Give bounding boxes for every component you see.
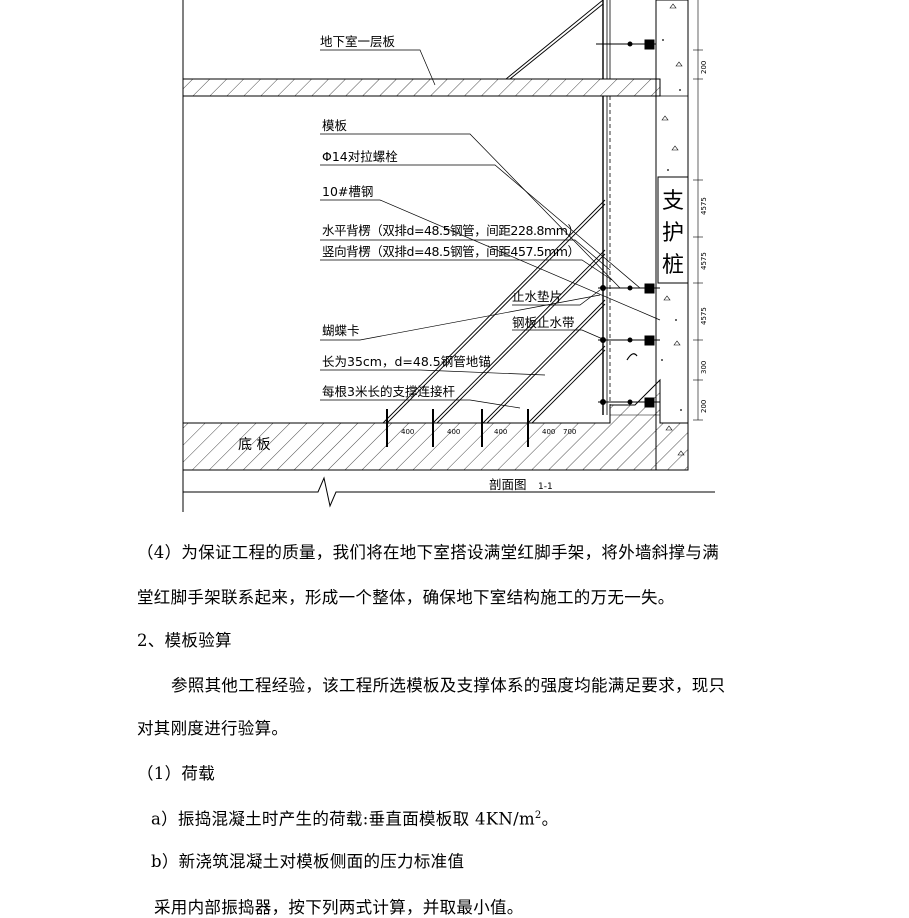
section-number: 1-1 [538,482,553,492]
label-vertical-backing: 竖向背楞（双排d=48.5钢管，间距457.5mm） [322,244,580,259]
dim-v-5: 200 [700,400,708,413]
label-channel-steel: 10#槽钢 [322,184,373,199]
label-steel-water-stop: 钢板止水带 [512,315,575,330]
subheading-load: （1）荷载 [137,764,215,783]
dim-b-5: 700 [563,428,576,436]
paragraph-2-line-1: 参照其他工程经验，该工程所选模板及支撑体系的强度均能满足要求，现只 [171,676,726,695]
dim-b-3: 400 [494,428,507,436]
dim-b-2: 400 [447,428,460,436]
label-butterfly-clip: 蝴蝶卡 [322,323,360,338]
support-pile: 支 护 桩 [655,0,689,471]
leader-lines [320,49,661,409]
vertical-dimensions [693,0,703,421]
section-title: 剖面图 [489,477,527,492]
last-line: 采用内部振捣器，按下列两式计算，并取最小值。 [154,898,524,917]
pile-char-3: 桩 [662,253,684,278]
paragraph-4-line-1: （4）为保证工程的质量，我们将在地下室搭设满堂红脚手架，将外墙斜撑与满 [137,543,719,562]
section-baseline [183,476,715,508]
item-a: a）振捣混凝土时产生的荷载:垂直面模板取 4KN/m2。 [151,811,558,828]
pile-char-1: 支 [662,189,684,214]
item-b: b）新浇筑混凝土对模板侧面的压力标准值 [151,852,465,871]
dim-v-top: 200 [700,61,708,74]
paragraph-2-line-2: 对其刚度进行验算。 [137,719,289,738]
section-drawing: 支 护 桩 4575 4575 4575 300 200 200 [182,0,715,512]
label-base-slab: 底 板 [238,437,270,453]
formwork [602,0,611,415]
item-a-superscript: 2 [534,810,542,821]
section-heading-2: 2、模板验算 [137,631,232,650]
pile-char-2: 护 [662,221,684,246]
floor-slab [182,78,688,97]
item-a-text: a）振捣混凝土时产生的荷载:垂直面模板取 4KN/m [151,809,535,829]
label-formwork: 模板 [322,118,348,133]
dim-b-4: 400 [542,428,555,436]
label-tie-bolt: Φ14对拉螺栓 [322,149,398,164]
dim-v-2: 4575 [700,252,708,270]
label-floor-slab: 地下室一层板 [320,34,396,49]
label-ground-anchor: 长为35cm，d=48.5钢管地锚 [322,354,491,369]
dim-v-1: 4575 [700,197,708,215]
item-a-suffix: 。 [541,809,559,829]
dim-v-3: 4575 [700,307,708,325]
paragraph-4-line-2: 堂红脚手架联系起来，形成一个整体，确保地下室结构施工的万无一失。 [137,588,675,607]
dim-v-4: 300 [700,361,708,374]
label-connecting-rod: 每根3米长的支撑连接杆 [322,384,455,399]
ground-anchors [386,409,529,447]
label-water-stop-pad: 止水垫片 [512,289,562,304]
diagonal-braces [382,0,606,424]
label-horizontal-backing: 水平背楞（双排d=48.5钢管，间距228.8mm） [322,223,580,238]
dim-b-1: 400 [401,428,414,436]
